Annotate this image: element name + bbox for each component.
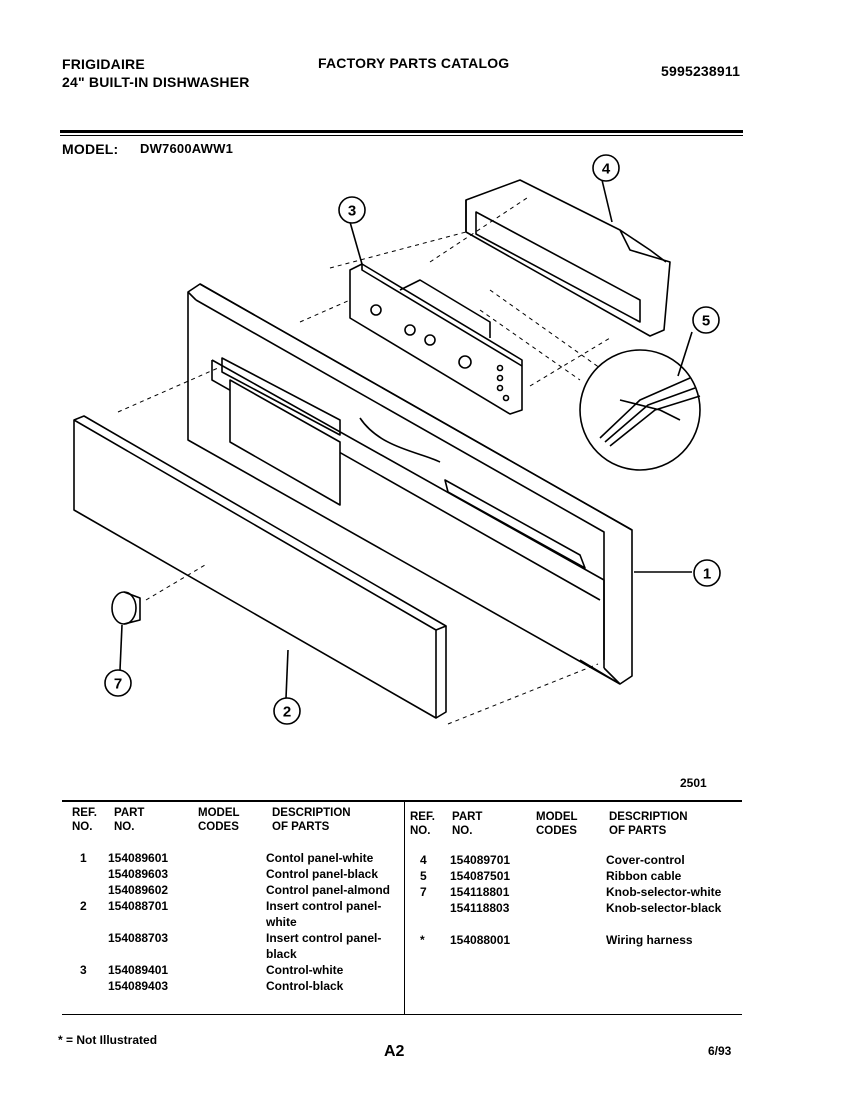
callout-5 [692,306,720,334]
header-ref: REF.NO. [72,807,97,833]
selector-knob [111,591,141,625]
callout-1 [693,559,721,587]
control-cover [465,179,671,337]
model-label: MODEL: [62,141,119,157]
model-number: DW7600AWW1 [140,141,234,156]
control-board [349,263,523,415]
callout-2 [273,697,301,725]
callout-label: 4 [602,161,611,178]
not-illustrated-note: * = Not Illustrated [58,1033,158,1047]
header-rule [60,130,743,133]
brand-name: FRIGIDAIRE [62,56,145,72]
exploded-parts-diagram: 3 4 5 1 2 7 [73,154,721,725]
control-panel-frame [187,283,633,685]
table-bottom-rule [62,1014,742,1015]
figure-number: 2501 [680,776,707,790]
ribbon-cable-detail [579,349,701,471]
callout-label: 3 [348,203,356,220]
page-number: A2 [384,1043,405,1060]
callout-label: 5 [702,313,710,330]
table-top-rule [62,800,742,802]
callout-label: 7 [114,676,122,693]
callout-7 [104,669,132,697]
insert-control-panel [73,415,447,719]
catalog-date: 6/93 [708,1044,732,1058]
callout-4 [592,154,620,182]
callout-label: 1 [703,566,711,583]
header-ref: REF.NO. [410,811,435,837]
table-divider [404,802,405,1014]
header-rule-thin [60,135,743,136]
catalog-title: FACTORY PARTS CATALOG [318,55,510,71]
callout-label: 2 [283,704,291,721]
catalog-number: 5995238911 [661,63,741,79]
product-name: 24" BUILT-IN DISHWASHER [62,74,250,90]
callout-3 [338,196,366,224]
